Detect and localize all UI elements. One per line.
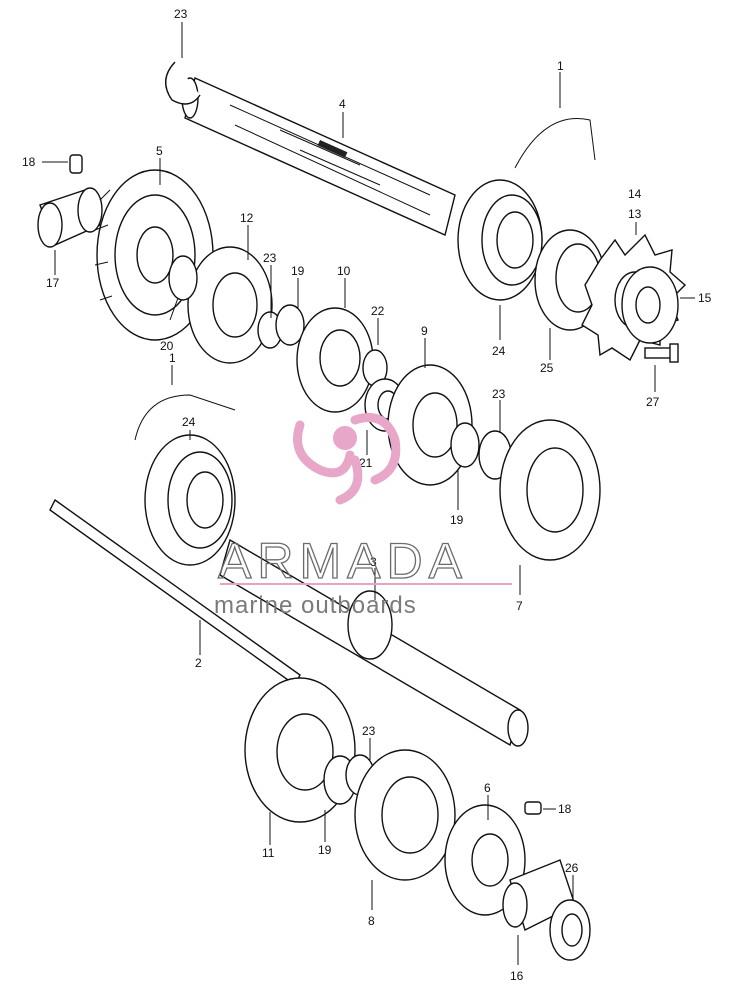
gear-10 [296, 307, 374, 413]
gear-9 [387, 364, 473, 486]
callout-20: 20 [160, 339, 174, 353]
gear-12 [187, 246, 273, 364]
callout-17: 17 [46, 276, 60, 290]
callout-labels: 23 4 1 5 18 17 12 23 19 10 20 22 9 24 25… [22, 7, 712, 983]
callout-10: 10 [337, 264, 351, 278]
callout-12: 12 [240, 211, 254, 225]
washer-20 [168, 255, 198, 301]
callout-19-middle: 19 [450, 513, 464, 527]
collar-left [37, 187, 103, 248]
watermark-logo [293, 413, 401, 505]
bearing-lower [144, 434, 236, 566]
callout-13: 13 [628, 207, 642, 221]
bolt [644, 343, 679, 363]
callout-1-top: 1 [557, 59, 564, 73]
gear-8 [354, 749, 456, 881]
circlip-top [165, 61, 201, 105]
callout-5: 5 [156, 144, 163, 158]
washer-19-upper [275, 304, 305, 346]
callout-23-lower: 23 [362, 724, 376, 738]
washer-19-middle [450, 422, 480, 468]
mainshaft [181, 77, 456, 236]
retaining-ring-lower [134, 394, 236, 441]
callout-21: 21 [359, 456, 373, 470]
callout-16: 16 [510, 969, 524, 983]
retaining-ring-top [514, 118, 596, 169]
watermark-subtitle: marine outboards [214, 592, 417, 619]
gear-6 [444, 804, 526, 916]
callout-4: 4 [339, 97, 346, 111]
callout-15: 15 [698, 291, 712, 305]
callout-24-lower: 24 [182, 415, 196, 429]
leader-lines [42, 22, 695, 965]
callout-19-lower: 19 [318, 843, 332, 857]
callout-2: 2 [195, 656, 202, 670]
callout-1-lower: 1 [169, 351, 176, 365]
callout-19-upper: 19 [291, 264, 305, 278]
callout-6: 6 [484, 781, 491, 795]
callout-11: 11 [262, 846, 275, 860]
callout-24-top: 24 [492, 344, 506, 358]
gear-7 [499, 419, 601, 561]
callout-8: 8 [368, 914, 375, 928]
callout-9: 9 [421, 324, 428, 338]
pin-top [69, 154, 83, 174]
callout-23-upper: 23 [263, 251, 277, 265]
pin-lower [524, 801, 542, 815]
callout-18-lower: 18 [558, 802, 572, 816]
callout-25: 25 [540, 361, 554, 375]
callout-23-middle: 23 [492, 387, 506, 401]
lock-plate [621, 266, 679, 344]
callout-18-top: 18 [22, 155, 36, 169]
callout-14: 14 [628, 187, 642, 201]
callout-22: 22 [371, 304, 385, 318]
callout-7: 7 [516, 599, 523, 613]
callout-27: 27 [646, 395, 660, 409]
callout-26: 26 [565, 861, 579, 875]
callout-3: 3 [370, 555, 377, 569]
watermark: ARMADA marine outboards [214, 413, 512, 619]
bearing-top [457, 179, 543, 301]
callout-23-top: 23 [174, 7, 188, 21]
watermark-title: ARMADA [218, 533, 468, 589]
needle-bearing [549, 899, 591, 961]
